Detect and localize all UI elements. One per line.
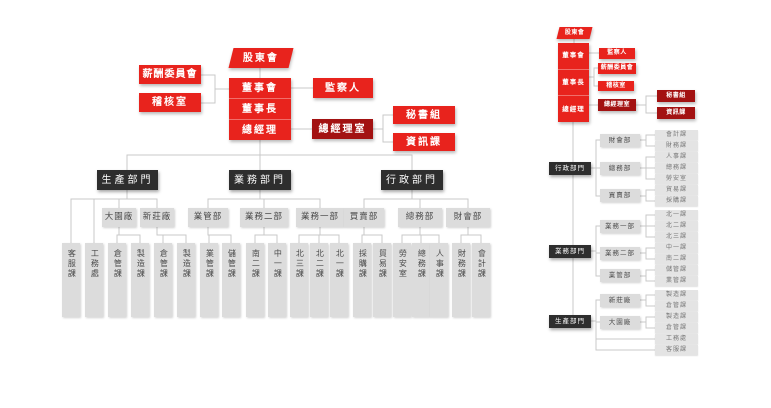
general-affairs-dept-box: 總務部 xyxy=(398,208,442,227)
compact-sales-dept-box: 業務部門 xyxy=(549,245,591,258)
north-2-sec-box: 北二課 xyxy=(310,243,328,317)
finance-dept-box: 財會部 xyxy=(446,208,490,227)
purchasing-sec-box: 採購課 xyxy=(353,243,371,317)
chairman-label: 董事長 xyxy=(229,98,291,119)
sales-mgmt-sec-box: 業管課 xyxy=(200,243,218,317)
admin-dept-box: 行政部門 xyxy=(381,170,443,190)
compact-gm-office-box: 總經理室 xyxy=(598,99,636,111)
audit-office-box: 稽核室 xyxy=(139,93,201,112)
compact-admin-dept-box: 行政部門 xyxy=(549,162,591,175)
labor-safety-office-box: 勞安室 xyxy=(393,243,411,317)
compact-north-1-sec-box: 北一課 xyxy=(655,210,698,220)
shareholders-meeting-label: 股東會 xyxy=(243,52,279,64)
trade-sec-box: 貿易課 xyxy=(373,243,391,317)
warehouse-sec-box-xinzhuang: 倉管課 xyxy=(154,243,172,317)
compact-sales-dept-1-box: 業務一部 xyxy=(600,220,640,233)
sales-dept-1-box: 業務一部 xyxy=(296,208,344,227)
compact-compensation-committee-box: 薪酬委員會 xyxy=(598,63,636,74)
accounting-sec-box: 會計課 xyxy=(472,243,490,317)
compact-trading-dept-box: 買賣部 xyxy=(600,189,640,202)
compact-finance-dept-box: 財會部 xyxy=(600,134,640,147)
compact-general-affairs-dept-box: 總務部 xyxy=(600,162,640,175)
compact-manufacturing-sec-box-xinzhuang: 製造課 xyxy=(655,290,698,300)
compact-production-dept-box: 生產部門 xyxy=(549,315,591,328)
xinzhuang-plant-box: 新莊廠 xyxy=(140,208,174,227)
compact-chairman-label: 董事長 xyxy=(558,68,589,96)
north-3-sec-box: 北三課 xyxy=(290,243,308,317)
compact-general-affairs-sec-box: 總務課 xyxy=(655,163,698,173)
compact-warehouse-sec-box-xinzhuang: 倉管課 xyxy=(655,301,698,311)
compact-xinzhuang-plant-box: 新莊廠 xyxy=(600,294,640,307)
sales-mgmt-dept-box: 業管部 xyxy=(188,208,228,227)
board-label: 董事會 xyxy=(242,82,278,94)
connector-lines-right xyxy=(572,39,657,351)
compact-storage-mgmt-sec-box: 儲管課 xyxy=(655,265,698,275)
compact-general-manager-label: 總經理 xyxy=(558,95,589,122)
compact-board-chairman-gm-box: 董事會 董事長 總經理 xyxy=(558,43,589,122)
compact-finance-sec-box: 財務課 xyxy=(655,141,698,151)
compact-shareholders-meeting-label: 股東會 xyxy=(564,28,585,36)
compact-south-2-sec-box: 南二課 xyxy=(655,254,698,264)
compact-hr-sec-box: 人事課 xyxy=(655,152,698,162)
engineering-office-box: 工務處 xyxy=(85,243,103,317)
compact-board-label: 董事會 xyxy=(562,51,585,60)
compact-labor-safety-office-box: 勞安室 xyxy=(655,174,698,184)
hr-sec-box: 人事課 xyxy=(430,243,448,317)
compact-supervisors-box: 監察人 xyxy=(599,48,635,59)
south-2-sec-box: 南二課 xyxy=(246,243,264,317)
storage-mgmt-sec-box: 儲管課 xyxy=(222,243,240,317)
compact-sales-mgmt-sec-box: 業管課 xyxy=(655,276,698,286)
compact-trade-sec-box: 貿易課 xyxy=(655,185,698,195)
connector-lines-left xyxy=(70,68,482,243)
shareholders-meeting-box: 股東會 xyxy=(228,48,294,68)
compact-sales-mgmt-dept-box: 業管部 xyxy=(600,269,640,282)
compact-manufacturing-sec-box-dayuan: 製造課 xyxy=(655,312,698,322)
sales-dept-box: 業務部門 xyxy=(229,170,291,190)
compact-shareholders-meeting-box: 股東會 xyxy=(556,27,593,39)
supervisors-box: 監察人 xyxy=(313,78,373,98)
compact-customer-service-sec-box: 客服課 xyxy=(655,345,698,355)
compact-engineering-office-box: 工務處 xyxy=(655,334,698,344)
production-dept-box: 生產部門 xyxy=(97,170,158,190)
board-chairman-gm-box: 董事會 董事長 總經理 xyxy=(229,78,291,140)
manufacturing-sec-box-dayuan: 製造課 xyxy=(131,243,149,317)
compact-it-section-box: 資訊課 xyxy=(657,107,695,119)
compact-north-2-sec-box: 北二課 xyxy=(655,221,698,231)
trading-dept-box: 買賣部 xyxy=(344,208,384,227)
compensation-committee-box: 薪酬委員會 xyxy=(139,65,201,84)
it-section-box: 資訊課 xyxy=(393,133,455,151)
compact-north-3-sec-box: 北三課 xyxy=(655,232,698,242)
gm-office-box: 總經理室 xyxy=(312,119,373,139)
central-1-sec-box: 中一課 xyxy=(268,243,286,317)
compact-purchasing-sec-box: 採購課 xyxy=(655,196,698,206)
compact-central-1-sec-box: 中一課 xyxy=(655,243,698,253)
manufacturing-sec-box-xinzhuang: 製造課 xyxy=(177,243,195,317)
compact-warehouse-sec-box-dayuan: 倉管課 xyxy=(655,323,698,333)
general-manager-label: 總經理 xyxy=(229,119,291,140)
customer-service-sec-box: 客服課 xyxy=(62,243,80,317)
compact-audit-office-box: 稽核室 xyxy=(598,81,634,91)
dayuan-plant-box: 大園廠 xyxy=(102,208,136,227)
sales-dept-2-box: 業務二部 xyxy=(240,208,288,227)
compact-accounting-sec-box: 會計課 xyxy=(655,130,698,140)
compact-dayuan-plant-box: 大園廠 xyxy=(600,316,640,329)
finance-sec-box: 財務課 xyxy=(452,243,470,317)
compact-secretary-group-box: 秘書組 xyxy=(657,90,695,102)
warehouse-sec-box-dayuan: 倉管課 xyxy=(108,243,126,317)
compact-sales-dept-2-box: 業務二部 xyxy=(600,247,640,260)
general-affairs-sec-box: 總務課 xyxy=(412,243,430,317)
north-1-sec-box: 北一課 xyxy=(330,243,348,317)
secretary-group-box: 秘書組 xyxy=(393,106,455,124)
